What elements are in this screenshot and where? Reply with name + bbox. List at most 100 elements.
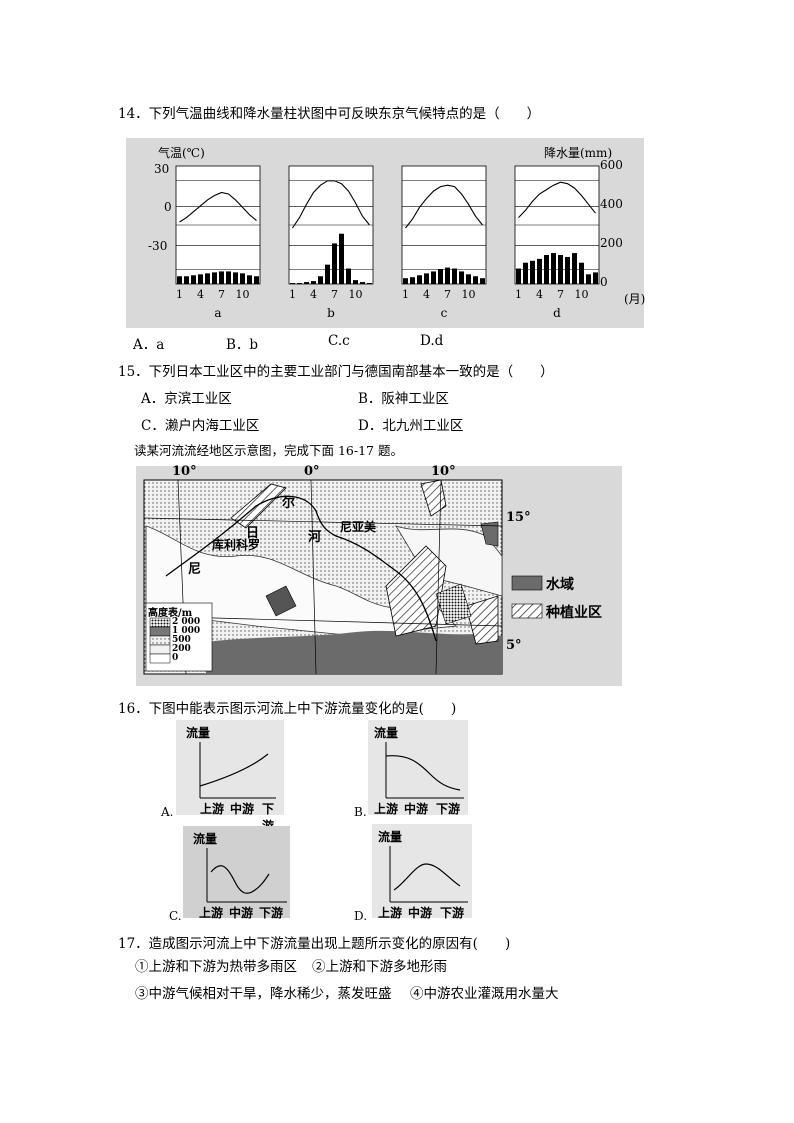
q17-item-4-num: ④ [410, 986, 424, 1002]
precip-bar-a-5 [205, 273, 210, 284]
x-upstream: 上游 [378, 906, 403, 920]
precip-bar-b-10 [353, 280, 358, 284]
elev-500: 500 [172, 635, 191, 645]
precip-bar-c-10 [466, 274, 471, 284]
month-tick-7: 7 [218, 288, 225, 301]
flow-chart-d[interactable]: 流量 上游 中游 下游 [372, 824, 472, 920]
q15-option-b[interactable]: B．阪神工业区 [358, 391, 449, 407]
x-downstream: 下游 [440, 906, 465, 920]
precip-bar-c-5 [431, 271, 436, 284]
precip-bar-d-8 [565, 256, 570, 284]
place-niamey: 尼亚美 [340, 520, 377, 534]
month-tick-7: 7 [444, 288, 451, 301]
q17-item-3-num: ③ [135, 986, 149, 1002]
q16-option-c-letter[interactable]: C. [169, 909, 182, 923]
month-tick-1: 1 [515, 288, 522, 301]
precip-bar-c-3 [417, 275, 422, 284]
month-tick-1: 1 [402, 288, 409, 301]
temp-axis-label: 气温(℃) [158, 146, 205, 160]
panel-label-b: b [327, 306, 335, 320]
q15-option-a[interactable]: A．京滨工业区 [141, 391, 232, 407]
precip-bar-d-5 [544, 255, 549, 284]
precip-bar-b-12 [367, 283, 372, 284]
precip-bar-b-4 [311, 281, 316, 284]
q16-option-a-letter[interactable]: A. [161, 805, 174, 819]
x-downstream: 下游 [259, 906, 284, 920]
precip-tick-400: 400 [600, 197, 623, 211]
precip-bar-c-11 [473, 276, 478, 284]
place-ni: 尼 [188, 562, 202, 577]
q14-option-d[interactable]: D.d [420, 333, 444, 349]
precip-bar-a-2 [184, 276, 189, 284]
flow-curve-a [199, 742, 276, 799]
q16-option-b-letter[interactable]: B. [354, 805, 367, 819]
month-tick-10: 10 [236, 288, 250, 301]
q14-stem: 14．下列气温曲线和降水量柱状图中可反映东京气候特点的是（ ） [118, 106, 541, 122]
q17-item-1-text: 上游和下游为热带多雨区 [148, 959, 298, 975]
month-tick-4: 4 [536, 288, 543, 301]
precip-axis-label: 降水量(mm) [544, 146, 613, 160]
q15-option-d[interactable]: D．北九州工业区 [358, 418, 464, 434]
flow-chart-c[interactable]: 流量 上游 中游 下游 [183, 826, 290, 920]
q14-option-b[interactable]: B．b [226, 337, 259, 353]
q17-item-4: ④中游农业灌溉用水量大 [410, 982, 559, 1002]
lon-label-0: 0° [304, 464, 320, 479]
flow-chart-b[interactable]: 流量 上游 中游 下游 [368, 720, 468, 816]
flow-ylabel: 流量 [186, 726, 211, 740]
lon-label-w10: 10° [172, 464, 197, 479]
precip-bar-c-4 [424, 273, 429, 284]
precip-bar-b-8 [339, 233, 344, 284]
x-upstream: 上游 [199, 906, 224, 920]
lat-label-5: 5° [506, 638, 522, 653]
month-unit: (月) [624, 292, 646, 306]
q17-item-2: ②上游和下游多地形雨 [312, 955, 447, 975]
flow-curve-b [385, 742, 464, 799]
q14-option-c[interactable]: C.c [328, 333, 350, 349]
precip-bar-b-7 [332, 243, 337, 284]
precip-bar-d-7 [558, 255, 563, 284]
lat-label-15: 15° [506, 510, 531, 525]
q17-item-2-num: ② [312, 959, 326, 975]
place-er: 尔 [282, 496, 296, 511]
flow-chart-a[interactable]: 流量 上游 中游 下游 [176, 720, 284, 833]
month-tick-7: 7 [557, 288, 564, 301]
x-upstream: 上游 [374, 802, 399, 816]
elev-1000: 1 000 [172, 626, 201, 636]
month-tick-10: 10 [349, 288, 363, 301]
temperature-curve-c [405, 184, 483, 229]
temp-tick-neg30: -30 [148, 239, 168, 253]
q15-option-c[interactable]: C．濑户内海工业区 [141, 418, 260, 434]
precip-tick-600: 600 [600, 158, 623, 172]
flow-ylabel: 流量 [193, 832, 218, 846]
q14-option-a[interactable]: A．a [133, 337, 165, 353]
q15-stem: 15．下列日本工业区中的主要工业部门与德国南部基本一致的是（ ） [118, 364, 554, 380]
climate-charts-panel: 气温(℃) 降水量(mm) 30 0 -30 600 400 200 0 (月)… [126, 138, 646, 328]
river-map: 10° 0° 10° 15° 5° 尔 日 库利科罗 尼 河 尼亚美 高度表/m… [136, 464, 622, 686]
x-upstream: 上游 [200, 802, 225, 816]
precip-bar-c-7 [445, 267, 450, 284]
precip-bar-b-6 [325, 264, 330, 284]
precip-bar-d-10 [579, 262, 584, 284]
x-midstream: 中游 [404, 802, 429, 816]
x-midstream: 中游 [408, 906, 433, 920]
elevation-legend-title: 高度表/m [148, 608, 193, 619]
precip-bar-a-1 [177, 276, 182, 284]
precip-bar-a-12 [254, 276, 259, 284]
precip-bar-a-9 [233, 272, 238, 284]
precip-bar-a-8 [226, 271, 231, 284]
precip-bar-b-1 [290, 283, 295, 284]
flow-curve-d [389, 846, 468, 903]
place-he: 河 [308, 530, 322, 545]
precip-bar-a-4 [198, 274, 203, 284]
q17-stem: 17．造成图示河流上中下游流量出现上题所示变化的原因有( ) [118, 936, 511, 952]
month-tick-7: 7 [331, 288, 338, 301]
q16-option-d-letter[interactable]: D. [354, 909, 368, 923]
temp-tick-30: 30 [154, 162, 170, 176]
precip-bar-b-5 [318, 276, 323, 284]
river-map-svg [143, 479, 543, 675]
precip-bar-c-8 [452, 268, 457, 284]
month-tick-4: 4 [310, 288, 317, 301]
month-tick-1: 1 [289, 288, 296, 301]
precip-bar-c-6 [438, 269, 443, 284]
